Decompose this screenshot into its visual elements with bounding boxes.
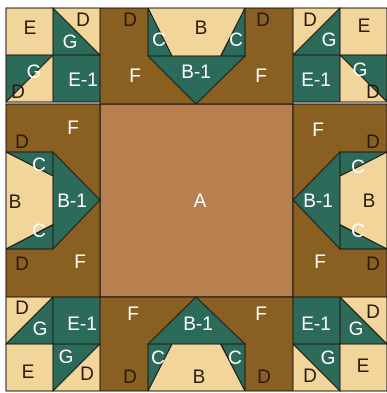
label-e1-top-right: E-1 xyxy=(301,70,331,91)
label-f-left-top: F xyxy=(67,118,79,139)
label-b-bottom: B xyxy=(193,367,206,388)
label-f-top-left: F xyxy=(129,66,141,87)
label-g-top-left-a: G xyxy=(63,32,78,53)
label-b-top: B xyxy=(195,18,208,39)
label-b1-bottom: B-1 xyxy=(183,314,213,335)
label-b1-left: B-1 xyxy=(57,191,87,212)
label-c-right-top: C xyxy=(351,157,365,178)
label-c-left-top: C xyxy=(32,155,46,176)
label-f-right-bottom: F xyxy=(314,252,326,273)
label-b-left: B xyxy=(9,192,22,213)
label-g-top-right-b: G xyxy=(353,60,368,81)
label-g-bottom-left-a: G xyxy=(33,319,48,340)
label-e1-bottom-left: E-1 xyxy=(67,314,97,335)
label-f-top-right: F xyxy=(255,66,267,87)
label-e-top-right: E xyxy=(358,16,371,37)
label-d-bottom-left-b: D xyxy=(80,364,94,385)
label-e-bottom-right: E xyxy=(357,356,370,377)
label-c-right-bottom: C xyxy=(351,221,365,242)
label-c-left-bottom: C xyxy=(32,221,46,242)
label-f-right-top: F xyxy=(312,120,324,141)
label-e-bottom-left: E xyxy=(22,362,35,383)
label-d-top-edge-right: D xyxy=(256,10,270,31)
label-g-bottom-left-b: G xyxy=(59,347,74,368)
label-d-top-edge-left: D xyxy=(123,10,137,31)
label-d-bottom-edge-left: D xyxy=(123,367,137,388)
label-d-right-top: D xyxy=(366,132,380,153)
label-g-top-right-a: G xyxy=(322,30,337,51)
label-d-left-bottom: D xyxy=(15,254,29,275)
label-c-top-left: C xyxy=(152,30,166,51)
label-c-bottom-right: C xyxy=(228,348,242,369)
label-d-bottom-edge-right: D xyxy=(257,367,271,388)
label-f-bottom-left: F xyxy=(127,304,139,325)
label-d-top-right-b: D xyxy=(366,82,380,103)
label-a: A xyxy=(194,191,207,212)
label-g-bottom-right-b: G xyxy=(321,348,336,369)
label-b1-right: B-1 xyxy=(303,191,333,212)
label-f-left-bottom: F xyxy=(74,252,86,273)
label-e-top-left: E xyxy=(24,18,37,39)
label-d-left-top: D xyxy=(15,132,29,153)
label-c-top-right: C xyxy=(229,30,243,51)
label-e1-bottom-right: E-1 xyxy=(301,314,331,335)
label-e1-top-left: E-1 xyxy=(68,70,98,91)
label-d-right-bottom: D xyxy=(366,254,380,275)
label-d-top-left-b: D xyxy=(11,82,25,103)
label-d-bottom-left-a: D xyxy=(15,298,29,319)
label-c-bottom-left: C xyxy=(151,348,165,369)
label-b-right: B xyxy=(363,191,376,212)
label-g-top-left-b: G xyxy=(27,62,42,83)
label-d-top-right-a: D xyxy=(303,10,317,31)
label-g-bottom-right-a: G xyxy=(349,319,364,340)
label-d-top-left-a: D xyxy=(76,10,90,31)
label-b1-top: B-1 xyxy=(181,62,211,83)
label-f-bottom-right: F xyxy=(255,304,267,325)
label-d-bottom-right-b: D xyxy=(303,366,317,387)
label-d-bottom-right-a: D xyxy=(366,302,380,323)
